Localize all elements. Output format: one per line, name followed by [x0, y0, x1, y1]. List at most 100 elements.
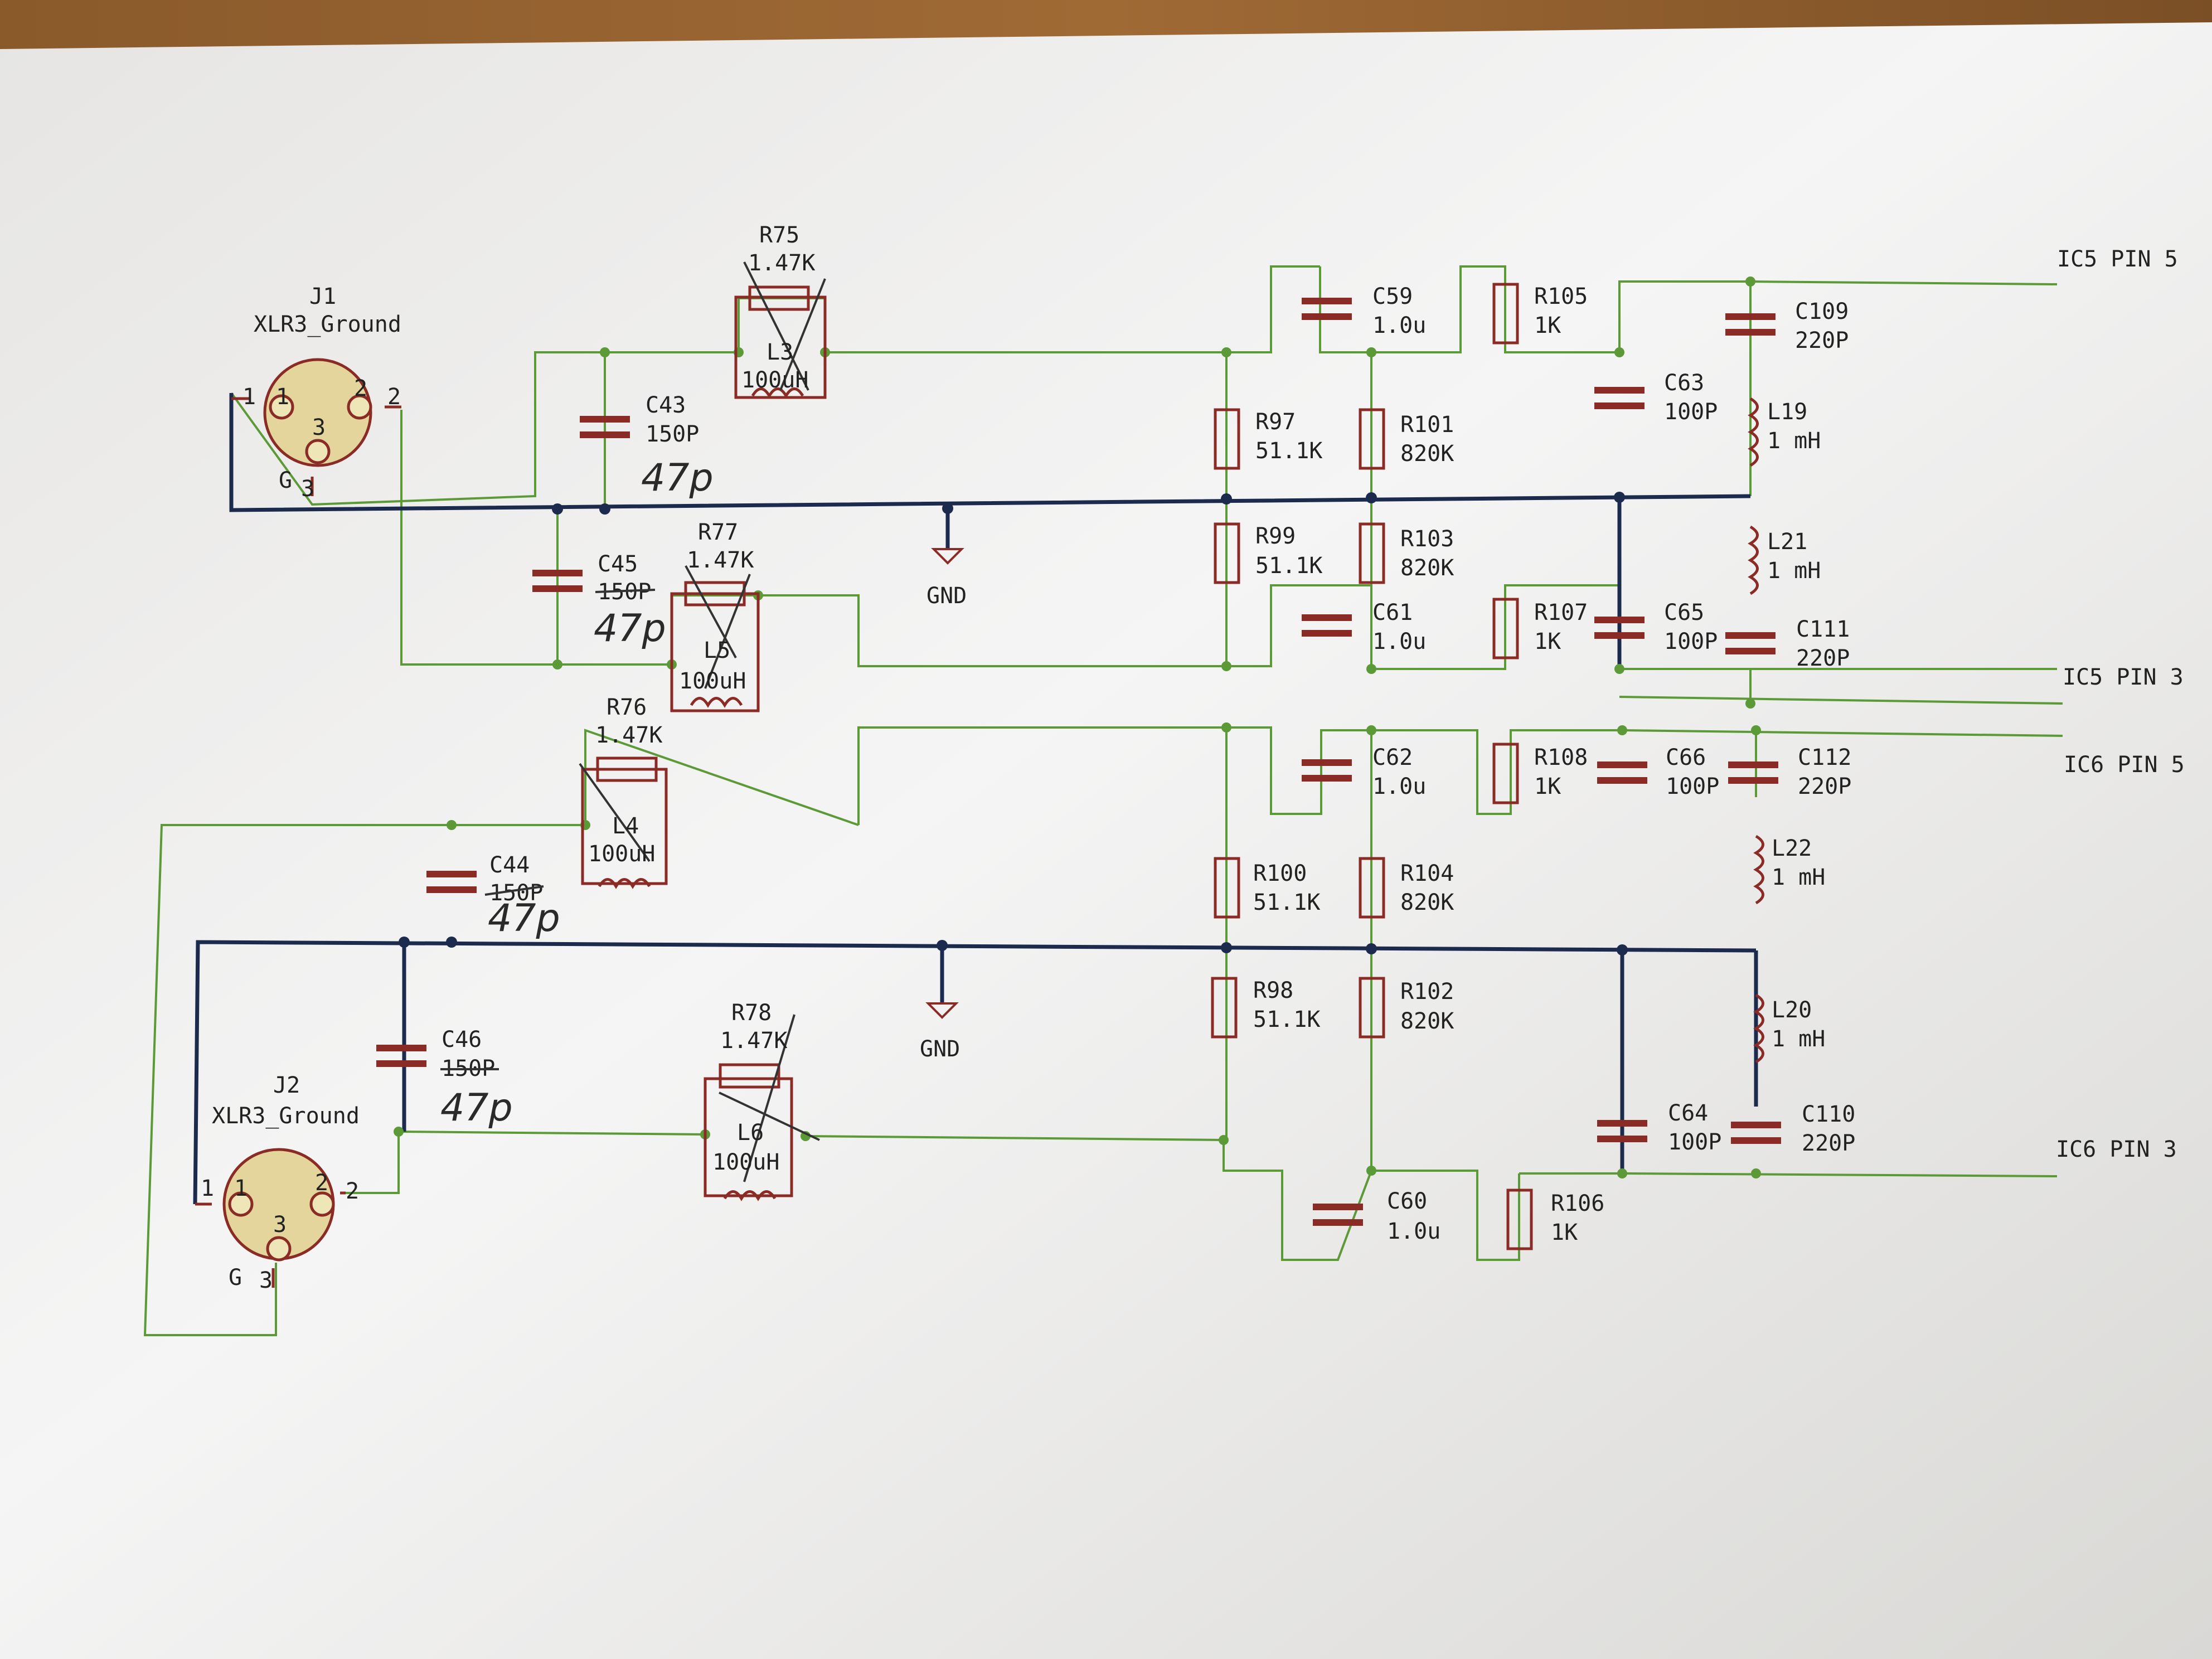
- r100-value: 51.1K: [1253, 890, 1320, 915]
- j1-pin-2-inner: 2: [354, 376, 367, 401]
- r103-ref: R103: [1400, 526, 1454, 552]
- cap-c45: C45 150P 47p: [532, 551, 666, 651]
- inductor-l20: L20 1 mH: [1753, 993, 1825, 1064]
- cap-c46: C46 150P 47p: [376, 1027, 513, 1130]
- paper-sheet: [0, 22, 2212, 1659]
- j1-pin-3-inner: 3: [312, 415, 326, 440]
- c44-handwritten: 47p: [488, 896, 560, 940]
- c112-value: 220P: [1798, 774, 1851, 799]
- c59-ref: C59: [1372, 284, 1413, 309]
- j2-pin-3-inner: 3: [273, 1212, 287, 1238]
- j2-value: XLR3_Ground: [212, 1103, 360, 1129]
- c112-ref: C112: [1798, 745, 1851, 770]
- j2-pin-g: G: [229, 1265, 242, 1291]
- gnd-label-bottom: GND: [920, 1036, 960, 1062]
- r105-ref: R105: [1534, 284, 1588, 309]
- j2-pin-3-outer: 3: [259, 1268, 273, 1293]
- l20-value: 1 mH: [1772, 1026, 1825, 1052]
- l20-ref: L20: [1772, 997, 1812, 1023]
- r102-ref: R102: [1400, 979, 1454, 1005]
- c60-value: 1.0u: [1387, 1219, 1440, 1244]
- rl-block-r78-l6: R78 1.47K L6 100uH: [704, 1000, 820, 1201]
- xlr-connector-j1: J1 XLR3_Ground 1 2 3 G 1 2 3: [231, 284, 401, 502]
- r75-ref: R75: [759, 222, 799, 248]
- c65-ref: C65: [1664, 600, 1704, 625]
- c109-ref: C109: [1795, 299, 1849, 324]
- c63-ref: C63: [1664, 370, 1704, 396]
- r101-value: 820K: [1400, 441, 1454, 467]
- c43-value: 150P: [646, 421, 699, 447]
- l5-ref: L5: [704, 638, 730, 663]
- r99-ref: R99: [1255, 523, 1296, 549]
- l4-ref: L4: [612, 813, 639, 839]
- cap-c112: C112 220P: [1728, 745, 1851, 799]
- gnd-label-top: GND: [926, 583, 967, 609]
- xlr-connector-j2: J2 XLR3_Ground 1 2 3 G 1 2 3: [195, 1073, 360, 1293]
- c45-handwritten: 47p: [594, 607, 666, 651]
- j1-pin-3-outer: 3: [301, 476, 314, 502]
- c59-value: 1.0u: [1372, 313, 1426, 338]
- r98-value: 51.1K: [1253, 1007, 1320, 1032]
- gnd-symbol-top: GND: [926, 548, 967, 609]
- rl-block-r75-l3: R75 1.47K L3 100uH: [734, 222, 827, 399]
- resistor-r100: R100 51.1K: [1214, 857, 1320, 919]
- l21-ref: L21: [1767, 529, 1807, 555]
- r104-ref: R104: [1400, 861, 1454, 886]
- c62-ref: C62: [1372, 745, 1413, 770]
- cap-c64: C64 100P: [1597, 1100, 1721, 1155]
- l22-value: 1 mH: [1772, 865, 1825, 890]
- l4-value: 100uH: [588, 841, 655, 867]
- r76-ref: R76: [607, 695, 647, 720]
- r100-ref: R100: [1253, 861, 1307, 886]
- l3-value: 100uH: [741, 367, 808, 393]
- j1-pin-1-outer: 1: [242, 384, 256, 410]
- rl-block-r76-l4: R76 1.47K L4 100uH: [579, 695, 668, 889]
- r103-value: 820K: [1400, 555, 1454, 581]
- c111-ref: C111: [1796, 617, 1850, 642]
- j1-pin-g: G: [279, 468, 292, 493]
- resistor-r104: R104 820K: [1359, 857, 1454, 919]
- r108-value: 1K: [1534, 774, 1561, 799]
- output-ic5-pin3: IC5 PIN 3: [2063, 664, 2184, 690]
- resistor-r103: R103 820K: [1359, 522, 1454, 584]
- c64-value: 100P: [1668, 1129, 1721, 1155]
- rl-block-r77-l5: R77 1.47K L5 100uH: [670, 520, 760, 712]
- c63-value: 100P: [1664, 399, 1718, 425]
- l19-ref: L19: [1767, 399, 1807, 425]
- r75-value: 1.47K: [748, 250, 815, 276]
- r108-ref: R108: [1534, 745, 1588, 770]
- c66-ref: C66: [1666, 745, 1706, 770]
- r104-value: 820K: [1400, 890, 1454, 915]
- j1-value: XLR3_Ground: [254, 312, 401, 337]
- j2-ref: J2: [273, 1073, 300, 1098]
- cap-c44: C44 150P 47p: [426, 852, 560, 940]
- cap-c43: C43 150P 47p: [580, 392, 714, 500]
- c64-ref: C64: [1668, 1100, 1708, 1126]
- c43-ref: C43: [646, 392, 686, 418]
- c62-value: 1.0u: [1372, 774, 1426, 799]
- output-ic6-pin3: IC6 PIN 3: [2056, 1137, 2177, 1162]
- gnd-symbol-bottom: GND: [920, 1002, 960, 1062]
- inductor-l22: L22 1 mH: [1753, 835, 1825, 905]
- r78-ref: R78: [731, 1000, 772, 1026]
- c110-ref: C110: [1802, 1102, 1855, 1127]
- resistor-r108: R108 1K: [1492, 743, 1588, 804]
- output-ic5-pin5: IC5 PIN 5: [2057, 246, 2178, 272]
- r77-value: 1.47K: [687, 547, 754, 573]
- r107-ref: R107: [1534, 600, 1588, 625]
- r76-value: 1.47K: [595, 722, 662, 748]
- r99-value: 51.1K: [1255, 553, 1322, 579]
- cap-c63: C63 100P: [1594, 370, 1718, 425]
- r107-value: 1K: [1534, 629, 1561, 654]
- l22-ref: L22: [1772, 836, 1812, 861]
